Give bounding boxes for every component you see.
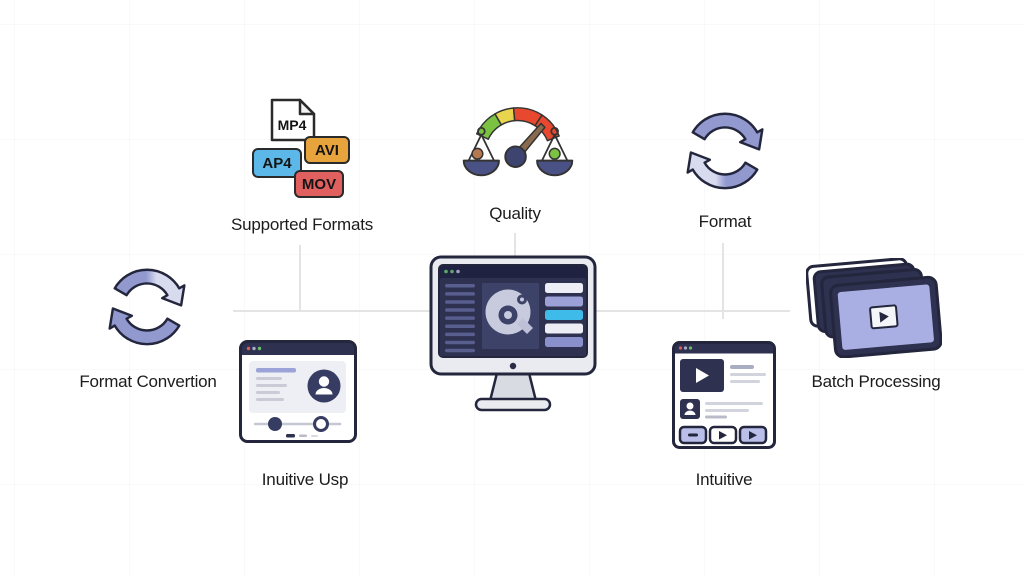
text-line: [256, 398, 284, 401]
format-conversion-label: Format Convertion: [79, 372, 217, 391]
text-line-primary: [256, 368, 296, 373]
intuitive-window-wrap: [672, 341, 776, 449]
sync-arrows-icon: [108, 268, 186, 346]
play-icon: [696, 368, 709, 383]
slider-control: [253, 416, 342, 432]
scale-bowl-right: [536, 159, 574, 177]
window-dot: [252, 346, 256, 351]
file-format-text: MP4: [278, 117, 307, 133]
format-icon-wrap: [676, 100, 774, 198]
window-dot: [444, 269, 448, 274]
monitor-stand-neck: [488, 371, 538, 403]
text-line: [705, 409, 749, 412]
video-thumbnail: [680, 359, 724, 392]
window-dot: [678, 346, 683, 350]
slider-handle-outline: [313, 416, 329, 432]
format-conversion-icon-wrap: [98, 256, 196, 354]
window-dot: [246, 346, 251, 351]
play-icon: [879, 311, 889, 323]
avatar: [307, 369, 341, 403]
monitor-camera-dot: [509, 362, 517, 370]
text-line: [730, 373, 766, 376]
text-line: [730, 380, 760, 383]
format-badge-mov: MOV: [294, 170, 344, 198]
connector-vertical-quality: [514, 233, 516, 260]
pager-dash: [299, 434, 307, 437]
text-line: [256, 384, 287, 387]
batch-processing-icon-wrap: [806, 258, 942, 358]
supported-formats-icon-wrap: MP4 AVI AP4 MOV: [245, 92, 370, 207]
settings-window-illustration: [239, 340, 357, 443]
text-line: [256, 377, 282, 380]
supported-formats-label: Supported Formats: [230, 215, 374, 234]
stacked-videos-icon: [806, 258, 942, 358]
window-dot: [456, 269, 460, 274]
disc-magnifier-icon: [485, 289, 533, 335]
window-titlebar: [673, 342, 775, 354]
scale-ball-right: [548, 147, 561, 160]
text-line: [730, 365, 754, 369]
slider-handle-filled: [268, 417, 282, 431]
connector-vertical-supported-formats: [299, 245, 301, 312]
window-titlebar: [240, 341, 356, 355]
format-badge-ap4: AP4: [252, 148, 302, 178]
gauge-balance-icon: [462, 107, 574, 177]
format-badge-avi: AVI: [304, 136, 350, 164]
quality-icon-wrap: [452, 92, 584, 195]
monitor-illustration-wrap: [429, 255, 597, 415]
sync-arrows-icon: [686, 112, 764, 190]
text-line: [705, 402, 763, 405]
scale-bowl-left: [462, 159, 500, 177]
monitor-stand-base: [474, 397, 552, 412]
media-window-illustration: [672, 341, 776, 449]
control-buttons: [678, 425, 768, 445]
file-mp4-icon: MP4: [270, 98, 316, 142]
connector-vertical-format: [722, 243, 724, 319]
intuitive-use-window-wrap: [239, 340, 357, 443]
text-line: [256, 391, 280, 394]
text-line: [705, 415, 727, 419]
batch-processing-label: Batch Processing: [811, 372, 941, 391]
intuitive-label: Intuitive: [695, 470, 753, 489]
quality-label: Quality: [489, 204, 541, 223]
scale-ball-left: [471, 147, 484, 160]
intuitive-use-label: Inuitive Usp: [261, 470, 349, 489]
app-action-buttons: [545, 283, 583, 347]
window-dot: [257, 346, 262, 351]
pager-dash: [286, 434, 295, 438]
window-dot: [450, 269, 454, 274]
monitor-converter-illustration: [429, 255, 597, 412]
window-dot: [683, 346, 688, 350]
app-sidebar-lines: [445, 284, 475, 353]
window-dot: [688, 346, 693, 350]
gauge-hub: [504, 145, 527, 168]
avatar: [680, 399, 700, 419]
pager-dash: [311, 435, 318, 437]
format-label: Format: [698, 212, 752, 231]
